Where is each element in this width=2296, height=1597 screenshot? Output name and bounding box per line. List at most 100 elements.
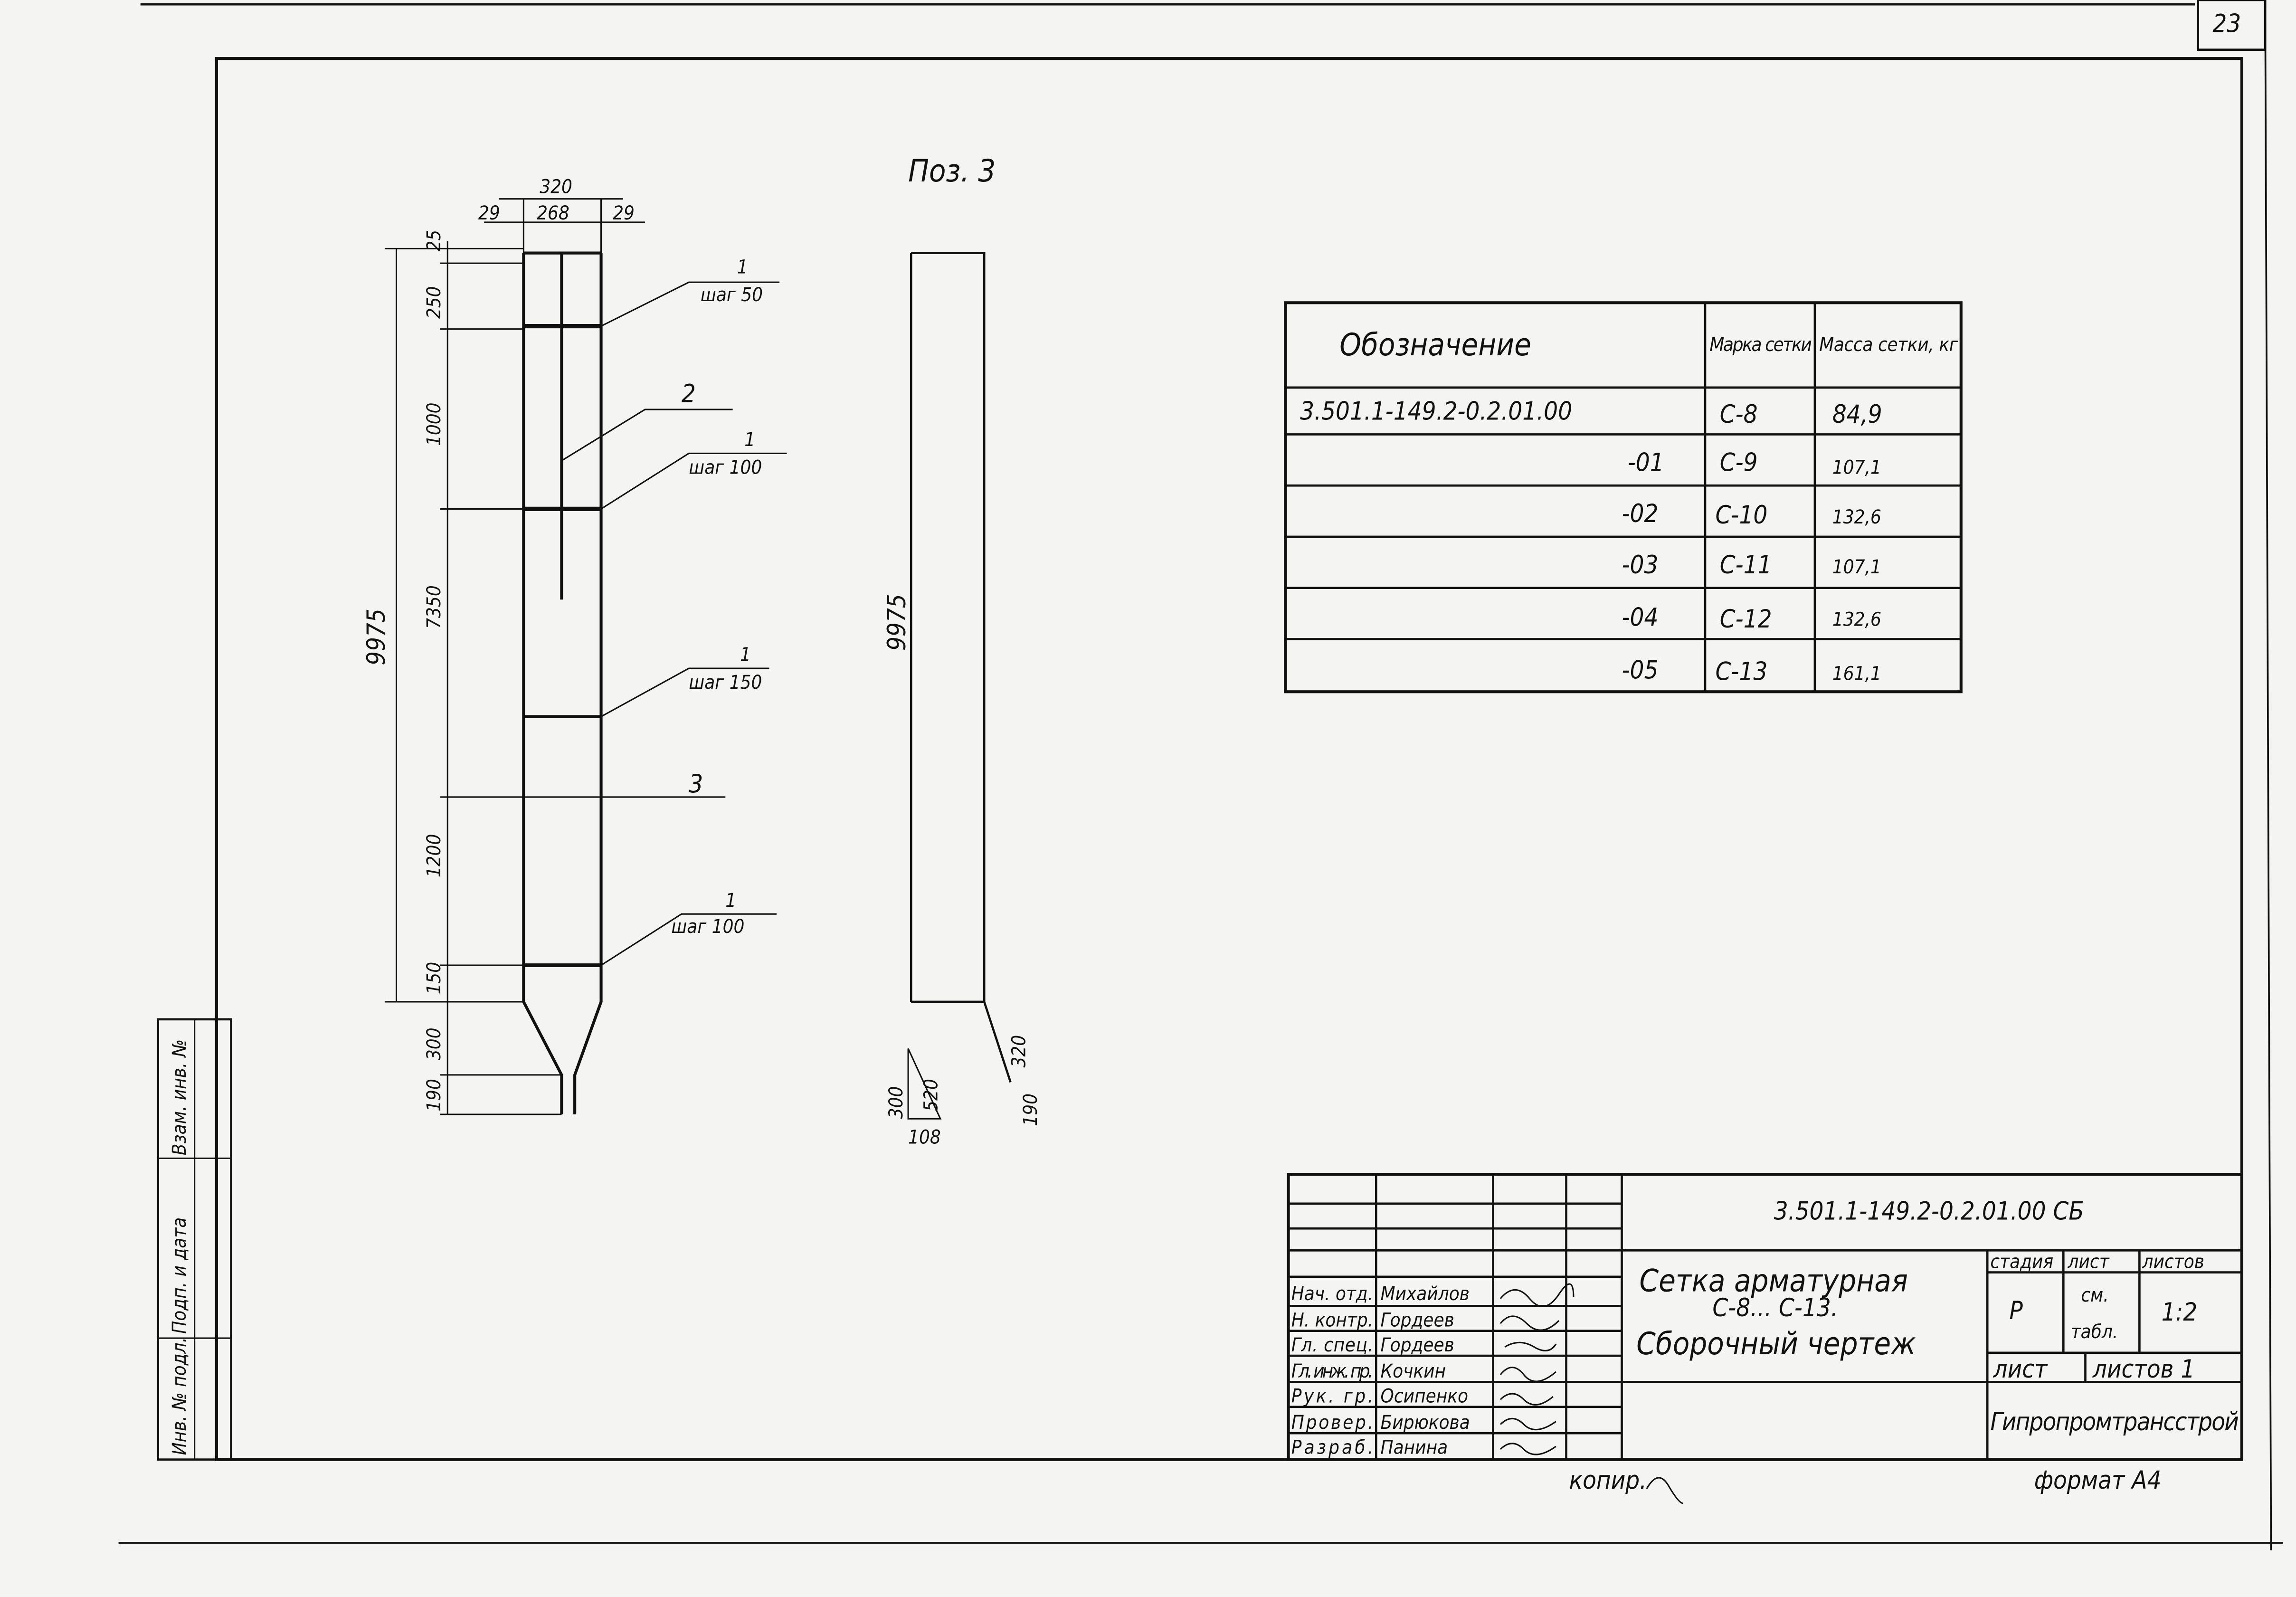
spec_table-rows-4-mark: С-12 <box>1720 605 1772 634</box>
title_block-people-6-name: Панина <box>1381 1436 1448 1458</box>
side_stamp-2: Взам. инв. № <box>169 1039 190 1155</box>
title_block-people-2-role: Гл. спец. <box>1291 1334 1373 1356</box>
title_block-people-5-role: Провер. <box>1291 1412 1373 1434</box>
left_drawing-segments-7: 190 <box>423 1079 445 1112</box>
organization: Гипропромтрансстрой <box>1990 1407 2239 1436</box>
right_drawing-tail: 190 <box>1020 1093 1042 1126</box>
copied-note: копир. <box>1569 1466 1647 1495</box>
spec_table-rows-5-mass: 161,1 <box>1832 663 1881 685</box>
title_block-stage_label: стадия <box>1990 1251 2053 1273</box>
title_block-sheet_row_label: лист <box>1993 1355 2049 1384</box>
table-row: 3.501.1-149.2-0.2.01.00 С-8 84,9 <box>1300 397 1882 429</box>
dim-edge-left: 29 <box>478 202 500 224</box>
title_block-people-1-name: Гордеев <box>1381 1309 1454 1331</box>
title_block-sheet_value_2: табл. <box>2071 1321 2118 1343</box>
title_block-people-6-role: Разраб. <box>1291 1436 1373 1458</box>
left_drawing-callouts-0-text: шаг 50 <box>701 284 763 306</box>
mesh-drawing: 320 268 29 29 9975 25 250 1000 7350 1200… <box>362 176 787 1115</box>
dim-length-total: 9975 <box>362 608 391 665</box>
table-row: -04 С-12 132,6 <box>1622 603 1881 634</box>
bar-drawing: 9975 320 190 300 520 108 <box>882 252 1042 1149</box>
right_drawing-triangle-b: 520 <box>920 1079 942 1112</box>
spec_table-rows-1-designation: -01 <box>1628 448 1664 477</box>
spec_table-rows-3-mass: 107,1 <box>1832 556 1881 578</box>
dim-width-total: 320 <box>540 176 572 198</box>
header-mass: Масса сетки, кг <box>1819 334 1959 356</box>
spec_table-rows-0-designation: 3.501.1-149.2-0.2.01.00 <box>1300 397 1572 426</box>
spec_table-rows-0-mark: С-8 <box>1720 400 1758 429</box>
right_drawing-triangle-a: 300 <box>885 1086 907 1119</box>
left_drawing-segments-3: 7350 <box>423 585 445 629</box>
spec_table-rows-1-mass: 107,1 <box>1832 457 1881 479</box>
side-stamp: Инв. № подл. Подп. и дата Взам. инв. № <box>157 1018 232 1461</box>
left_drawing-segments-4: 1200 <box>423 834 445 878</box>
side_stamp-1: Подп. и дата <box>169 1217 190 1334</box>
left_drawing-callouts-1-num: 2 <box>682 380 696 409</box>
table-row: -05 С-13 161,1 <box>1622 656 1881 686</box>
title_block-people-0-role: Нач. отд. <box>1291 1283 1373 1305</box>
spec_table-rows-3-mark: С-11 <box>1720 551 1772 580</box>
spec_table-rows-0-mass: 84,9 <box>1832 400 1882 429</box>
title_block-stage: Р <box>2009 1296 2023 1325</box>
right_drawing-bend: 320 <box>1008 1035 1030 1068</box>
header-mark: Марка сетки <box>1709 334 1812 356</box>
title_block-people-0-name: Михайлов <box>1381 1283 1470 1305</box>
left_drawing-callouts-3-text: шаг 150 <box>689 672 762 694</box>
table-row: -02 С-10 132,6 <box>1622 499 1881 530</box>
document-code: 3.501.1-149.2-0.2.01.00 СБ <box>1774 1197 2084 1226</box>
title_block-sheet_label: лист <box>2068 1251 2110 1273</box>
left_drawing-callouts-4-num: 3 <box>689 770 703 799</box>
spec_table-rows-1-mark: С-9 <box>1720 448 1758 477</box>
spec_table-rows-5-designation: -05 <box>1622 656 1659 685</box>
sheet-frame <box>215 57 2243 1461</box>
title_block-sheet_value_1: см. <box>2081 1284 2108 1306</box>
left_drawing-segments-1: 250 <box>423 286 445 319</box>
page-number-box <box>2197 0 2267 51</box>
title_block-people-5-name: Бирюкова <box>1381 1412 1470 1434</box>
left_drawing-callouts-0-num: 1 <box>737 257 748 278</box>
table-row: -03 С-11 107,1 <box>1622 551 1881 580</box>
title_block-sheets_row: листов 1 <box>2092 1355 2195 1384</box>
dim-edge-right: 29 <box>613 202 635 224</box>
left_drawing-callouts-5-text: шаг 100 <box>671 916 744 938</box>
title_block-title_line1: Сетка арматурная <box>1639 1264 1907 1299</box>
spec_table-rows-2-mass: 132,6 <box>1832 506 1881 528</box>
header-designation: Обозначение <box>1339 327 1531 363</box>
left_drawing-segments-6: 300 <box>423 1027 445 1060</box>
left_drawing-segments-2: 1000 <box>423 402 445 446</box>
title_block-people-4-name: Осипенко <box>1381 1386 1469 1407</box>
signature-rows: Нач. отд. Михайлов Н. контр. Гордеев Гл.… <box>1291 1283 1470 1458</box>
spec_table-rows-2-mark: С-10 <box>1716 501 1768 530</box>
title-block: 3.501.1-149.2-0.2.01.00 СБ Сетка арматур… <box>1287 1173 2243 1461</box>
spec_table-rows-3-designation: -03 <box>1622 551 1659 580</box>
spec-table: Обозначение Марка сетки Масса сетки, кг … <box>1284 301 1963 694</box>
side_stamp-0: Инв. № подл. <box>169 1337 190 1455</box>
left_drawing-callouts-2-num: 1 <box>744 429 755 451</box>
handwritten-signatures <box>1499 1283 1575 1455</box>
left_drawing-segments-0: 25 <box>423 230 445 252</box>
left_drawing-callouts-3-num: 1 <box>740 644 751 666</box>
left_drawing-callouts-2-text: шаг 100 <box>689 457 762 479</box>
spec_table-rows-4-mass: 132,6 <box>1832 609 1881 631</box>
title_block-people-3-role: Гл. инж. пр. <box>1291 1360 1373 1382</box>
title_block-sheets_label: листов <box>2142 1251 2204 1273</box>
copy-signature <box>1646 1477 1684 1504</box>
left_drawing-segments-5: 150 <box>423 962 445 995</box>
page-number: 23 <box>2212 10 2241 38</box>
spec_table-rows-4-designation: -04 <box>1622 603 1659 632</box>
title_block-title_line3: Сборочный чертеж <box>1636 1326 1916 1362</box>
spec_table-rows-5-mark: С-13 <box>1716 657 1768 686</box>
title_block-people-2-name: Гордеев <box>1381 1334 1454 1356</box>
position-label: Поз. 3 <box>908 153 996 189</box>
title_block-sheets_value: 1:2 <box>2162 1298 2198 1327</box>
right_drawing-triangle-c: 108 <box>908 1127 941 1149</box>
right_drawing-length: 9975 <box>882 594 911 651</box>
spec_table-rows-2-designation: -02 <box>1622 499 1659 528</box>
dim-width-inner: 268 <box>537 202 569 224</box>
table-row: -01 С-9 107,1 <box>1628 448 1881 478</box>
title_block-title_line2: С-8... С-13. <box>1712 1293 1838 1322</box>
format-label: формат А4 <box>2034 1466 2162 1495</box>
title_block-people-3-name: Кочкин <box>1381 1360 1446 1382</box>
left_drawing-callouts-5-num: 1 <box>725 890 736 912</box>
